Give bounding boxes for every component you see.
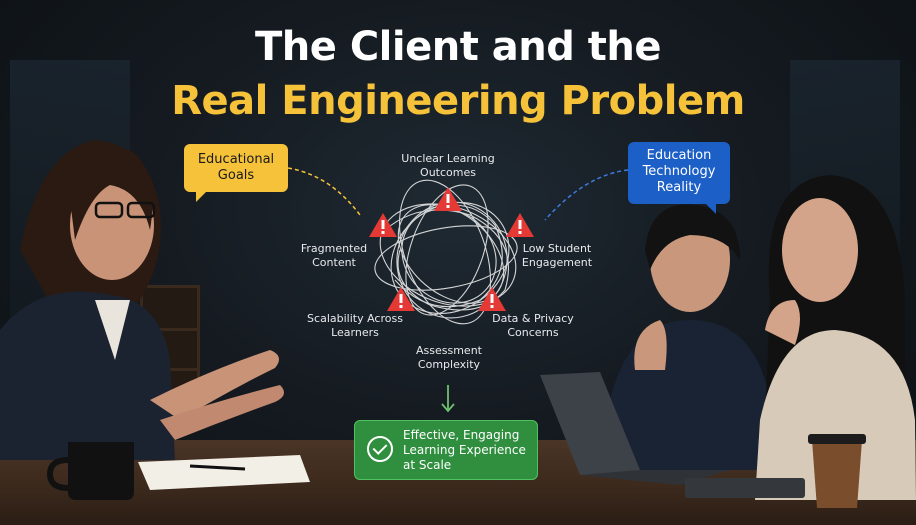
- check-circle-icon: [367, 436, 393, 462]
- arrow-down-icon: [441, 385, 455, 413]
- warning-triangle-icon: [434, 187, 462, 211]
- educational-goals-bubble: Educational Goals: [184, 144, 288, 202]
- problem-low-engagement: Low Student Engagement: [521, 242, 593, 269]
- listener-man: [605, 204, 775, 470]
- yellow-connector: [287, 167, 361, 216]
- title-line-1: The Client and the: [255, 24, 662, 70]
- listener-woman: [755, 175, 916, 500]
- problem-fragmented-content: Fragmented Content: [300, 242, 368, 269]
- tangle: [374, 179, 518, 325]
- warning-triangle-icon: [478, 287, 506, 311]
- blue-connector: [544, 169, 629, 221]
- presenter-woman: [0, 140, 284, 460]
- warning-triangle-icon: [506, 213, 534, 237]
- problem-scalability: Scalability Across Learners: [307, 312, 403, 339]
- problem-data-privacy: Data & Privacy Concerns: [492, 312, 574, 339]
- warning-triangle-icon: [369, 213, 397, 237]
- warning-triangle-icon: [387, 287, 415, 311]
- outcome-text: Effective, Engaging Learning Experience …: [403, 428, 526, 472]
- education-technology-reality-bubble: Education Technology Reality: [628, 142, 730, 214]
- outcome-box: Effective, Engaging Learning Experience …: [354, 420, 538, 480]
- problem-assessment-complexity: Assessment Complexity: [416, 344, 482, 371]
- problem-unclear-outcomes: Unclear Learning Outcomes: [401, 152, 495, 179]
- title-line-2: Real Engineering Problem: [171, 78, 745, 124]
